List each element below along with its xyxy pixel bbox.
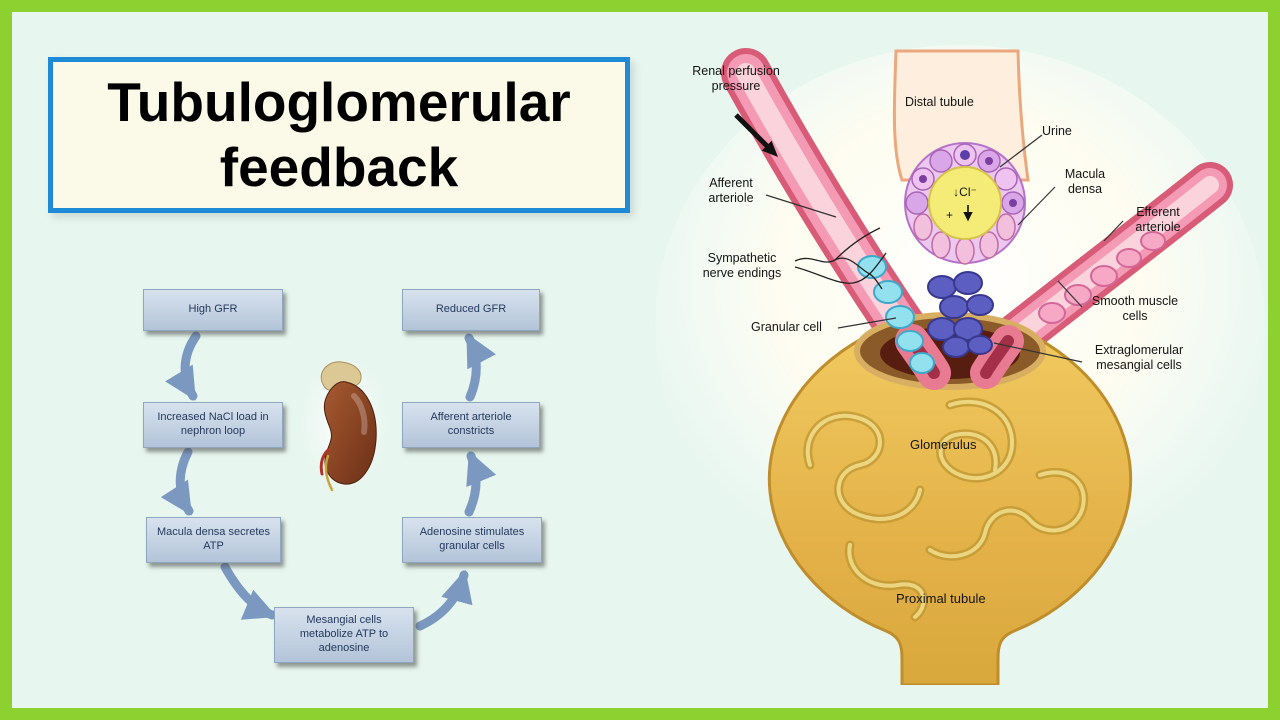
macula-densa-cells — [913, 213, 1016, 265]
flow-node-label: Increased NaCl load in nephron loop — [157, 411, 269, 437]
label-sympathetic-nerve-endings: Sympathetic nerve endings — [702, 251, 782, 280]
leader-granular — [837, 317, 897, 329]
leader-efferent — [1103, 220, 1124, 242]
leader-macula-densa — [1017, 186, 1056, 226]
arrow-afferent-to-reducedgfr — [464, 333, 496, 402]
label-extraglomerular-mesangial-cells: Extraglomerular mesangial cells — [1094, 343, 1184, 372]
label-urine: Urine — [1042, 124, 1072, 138]
leader-extraglomerular — [993, 342, 1083, 363]
label-glomerulus: Glomerulus — [910, 437, 977, 452]
flow-node-macula-densa: Macula densa secretes ATP — [146, 517, 281, 563]
leader-smooth-muscle — [1057, 280, 1083, 308]
flow-node-increased-nacl: Increased NaCl load in nephron loop — [143, 402, 283, 448]
anatomy-illustration — [655, 45, 1265, 685]
flow-node-label: Adenosine stimulates granular cells — [419, 526, 525, 552]
flow-node-label: High GFR — [188, 303, 238, 316]
flow-node-mesangial: Mesangial cells metabolize ATP to adenos… — [274, 607, 414, 663]
sympathetic-nerve-endings-shape — [794, 227, 887, 290]
flow-node-adenosine: Adenosine stimulates granular cells — [402, 517, 542, 563]
flow-node-afferent-constricts: Afferent arteriole constricts — [402, 402, 540, 448]
title-box: Tubuloglomerular feedback — [48, 57, 630, 213]
leader-urine — [999, 134, 1043, 168]
efferent-arteriole-shape — [985, 162, 1233, 366]
flow-node-label: Mesangial cells metabolize ATP to adenos… — [299, 614, 389, 654]
tubule-lumen — [928, 166, 1002, 240]
extraglomerular-mesangial-cells-shape — [927, 271, 994, 358]
kidney-illustration — [298, 354, 390, 494]
label-efferent-arteriole: Efferent arteriole — [1135, 205, 1181, 234]
ureter — [324, 454, 334, 492]
renal-perfusion-arrow — [734, 113, 778, 157]
label-proximal-tubule: Proximal tubule — [896, 591, 986, 606]
label-smooth-muscle-cells: Smooth muscle cells — [1091, 294, 1179, 323]
arrow-mesangial-to-adenosine — [415, 569, 473, 631]
arrow-nacl-to-macula — [160, 447, 194, 516]
renal-vessels — [319, 448, 330, 476]
label-renal-perfusion-pressure: Renal perfusion pressure — [692, 64, 780, 93]
flow-node-reduced-gfr: Reduced GFR — [402, 289, 540, 331]
label-plus-sign: + — [946, 208, 954, 222]
label-granular-cell: Granular cell — [751, 320, 822, 334]
page-title: Tubuloglomerular feedback — [107, 71, 571, 198]
label-macula-densa: Macula densa — [1064, 167, 1106, 196]
arrow-adenosine-to-afferent — [464, 451, 497, 517]
label-afferent-arteriole: Afferent arteriole — [708, 176, 754, 205]
label-chloride: ↓Cl⁻ — [953, 185, 977, 199]
smooth-muscle-cells-shape — [1038, 231, 1166, 324]
leader-afferent — [765, 194, 837, 218]
arrow-macula-to-mesangial — [220, 562, 277, 620]
label-distal-tubule: Distal tubule — [905, 95, 974, 109]
distal-tubule-shape — [892, 49, 1030, 182]
flow-node-high-gfr: High GFR — [143, 289, 283, 331]
flow-node-label: Reduced GFR — [435, 303, 507, 316]
flow-node-label: Macula densa secretes ATP — [156, 526, 271, 552]
cell-nuclei — [919, 150, 1017, 207]
macula-densa-tubule-crosssection — [904, 142, 1026, 265]
leader-lines — [765, 134, 1124, 363]
arrow-highgfr-to-nacl — [165, 331, 201, 401]
flow-node-label: Afferent arteriole constricts — [430, 411, 512, 437]
kidney-highlight — [351, 393, 368, 435]
